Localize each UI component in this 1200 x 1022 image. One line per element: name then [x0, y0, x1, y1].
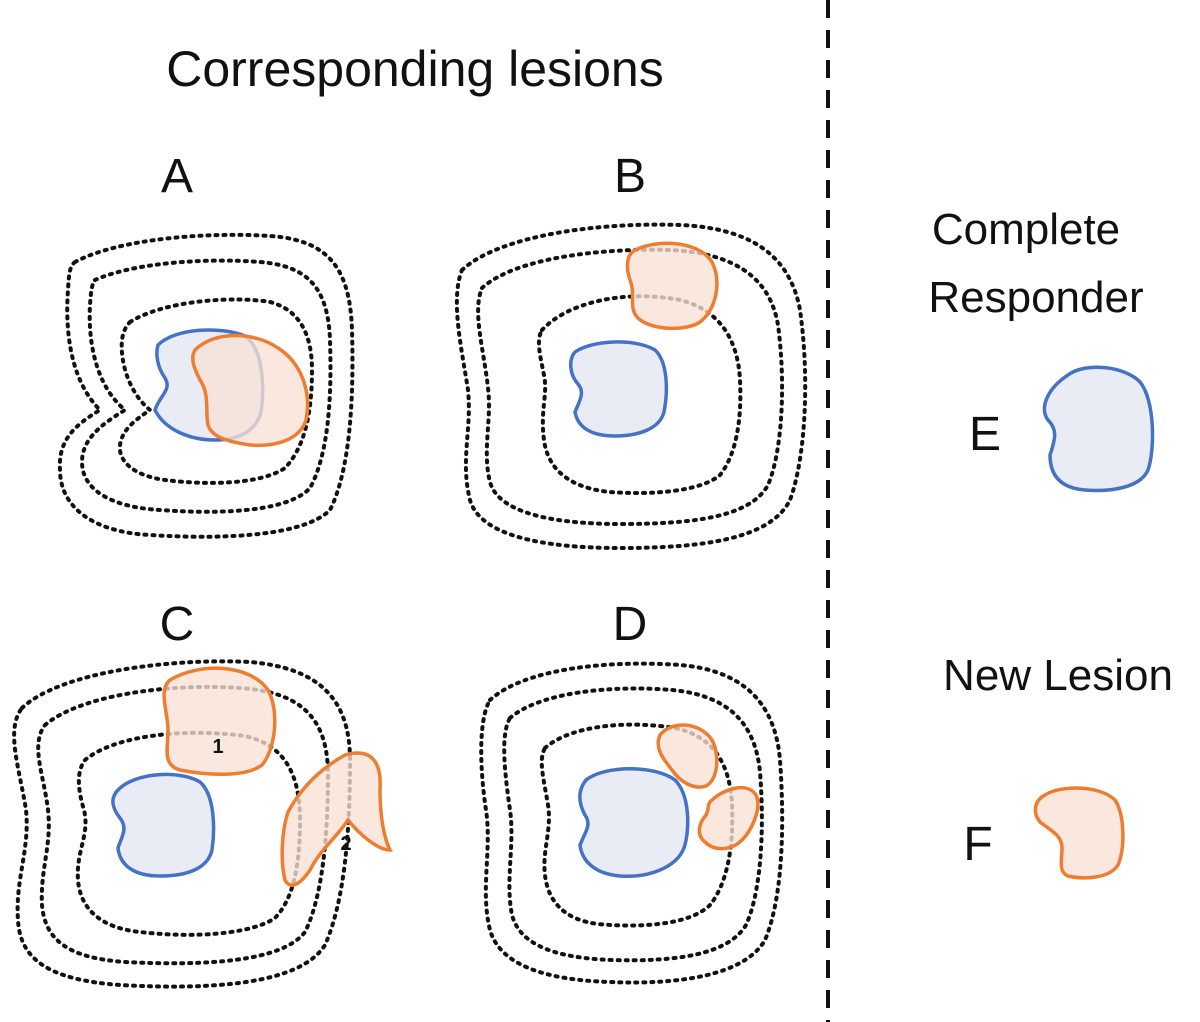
panel-c-responder-lesion: [111, 772, 216, 878]
panel-d-new-lesion-upper: [656, 723, 719, 789]
panel-c: C 1 2: [12, 598, 393, 989]
panel-d-responder-lesion: [578, 767, 690, 878]
panel-a-contour-middle: [79, 258, 333, 514]
legend-complete-responder-lesion: [1042, 365, 1155, 493]
panel-a: A: [57, 150, 355, 539]
panel-a-contour-inner: [117, 297, 315, 485]
panel-b-label: B: [614, 150, 646, 203]
panel-a-contour-outer: [57, 232, 355, 539]
panel-a-new-lesion: [191, 333, 310, 448]
panel-c-label: C: [160, 598, 195, 651]
panel-c-lesion-1-number: 1: [212, 736, 223, 758]
legend-complete-responder: Complete Responder E: [928, 205, 1155, 493]
panel-c-lesion-2-number: 2: [340, 833, 351, 855]
panel-c-new-lesion-2: [280, 751, 393, 887]
panel-a-label: A: [161, 150, 193, 203]
panel-b: B: [454, 150, 808, 551]
panel-d-contour-middle: [502, 686, 764, 963]
panel-b-responder-lesion: [569, 340, 669, 438]
panel-d-label: D: [613, 598, 648, 651]
panel-d: D: [479, 598, 785, 985]
panel-c-new-lesion-1: [162, 666, 277, 776]
panel-d-contour-outer: [479, 661, 785, 985]
panel-c-contour-outer: [12, 659, 353, 989]
panel-d-new-lesion-lower: [697, 785, 760, 851]
figure-title: Corresponding lesions: [166, 41, 664, 97]
legend-complete-letter: E: [969, 408, 1001, 461]
legend-new-lesion-shape: [1033, 786, 1125, 880]
legend-new-lesion: New Lesion F: [943, 651, 1173, 880]
legend-complete-line1: Complete: [932, 205, 1120, 254]
legend-complete-line2: Responder: [928, 273, 1143, 322]
legend-new-lesion-letter: F: [963, 818, 992, 871]
panel-b-new-lesion: [625, 241, 719, 331]
panel-b-contour-outer: [454, 222, 808, 551]
legend-new-lesion-label: New Lesion: [943, 651, 1173, 700]
